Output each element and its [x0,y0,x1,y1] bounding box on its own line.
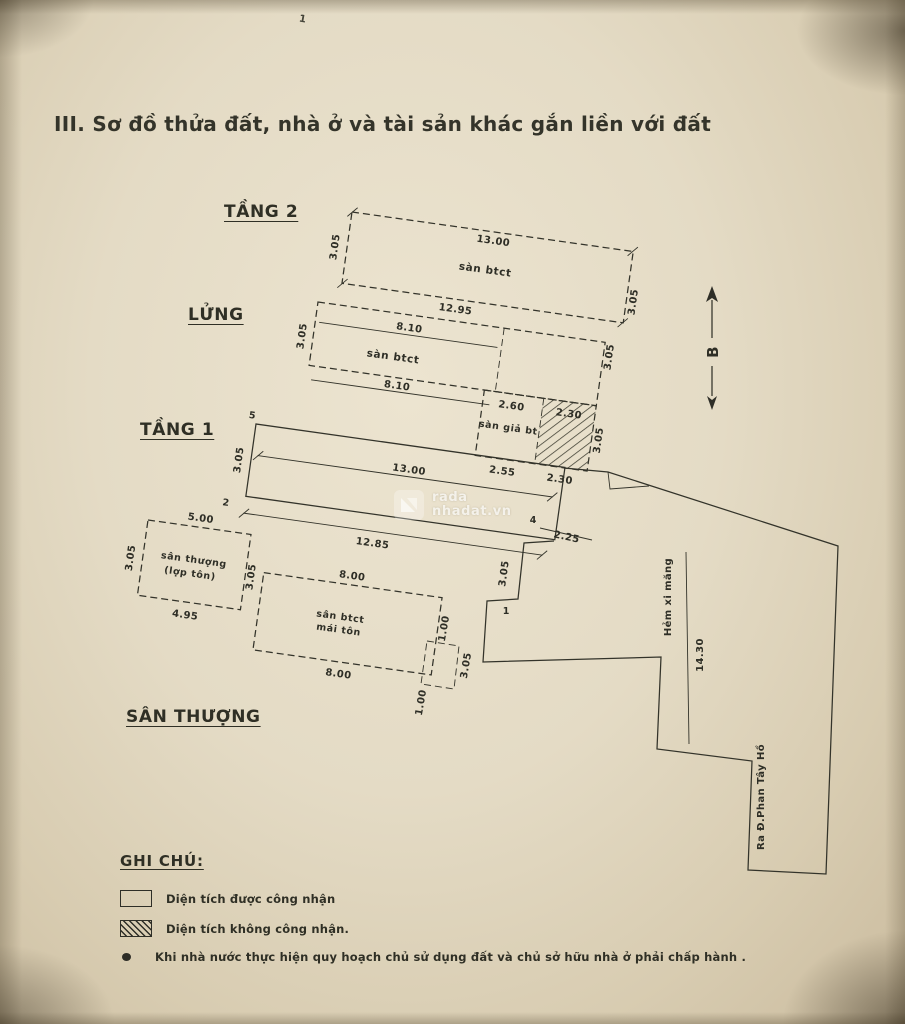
north-arrow-tail [707,396,717,410]
tang1-step: 4 2.25 3.05 1 [497,515,593,617]
tang1-dim-bottom: 12.85 [355,536,390,552]
watermark-logo [394,490,424,520]
tang1-outline [245,423,566,541]
tang2-dim-top: 13.00 [476,234,511,250]
legend-row-not-recognized: Diện tích không công nhận. [120,920,820,937]
north-label: B [704,346,722,358]
watermark: rada nhadat.vn [394,490,512,520]
parcel-boundary [482,467,839,875]
lung-area-label: sàn btct [366,347,420,366]
tang1-point-5: 5 [248,410,256,422]
legend-not-recognized-label: Diện tích không công nhận. [166,921,350,936]
watermark-text: rada nhadat.vn [432,489,512,520]
alley-line [685,551,690,745]
watermark-line1: rada [432,489,468,505]
lung-plan: 8.10 3.05 sàn btct 8.10 3.05 2.60 2.30 s… [295,301,617,488]
roof-edge: 1.00 3.05 1.00 [414,615,474,717]
lung-partition [494,328,505,392]
north-arrow: B [704,286,722,410]
legend-recognized-label: Diện tích được công nhận [166,891,336,906]
legend-row-recognized: Diện tích được công nhận [120,890,820,907]
tang2-dim-bottom: 12.95 [438,302,473,318]
terrace-gap-dim: 3.05 [244,563,259,591]
mezz-dim-right: 3.05 [592,427,607,455]
parcel: Hẻm xi măng 14.30 Ra Đ.Phan Tây Hồ [482,467,839,875]
tang1-dim-top: 13.00 [392,462,427,478]
terrace-dim-bottom: 4.95 [171,608,199,623]
exit-street-label: Ra Đ.Phan Tây Hồ [754,744,767,850]
lung-outline [308,301,606,407]
mezz-dim-top-1: 2.60 [498,399,526,414]
roof-outline [252,571,443,676]
san-thuong-plan: 5.00 3.05 sân thượng (lợp tôn) 4.95 3.05… [124,512,443,682]
recognized-area-swatch [120,890,152,907]
mezz-dim-bottom-1: 2.55 [488,465,516,480]
roof-edge-dim-bottom: 1.00 [414,689,429,717]
roof-edge-hatch [420,640,460,690]
roof-dim-bottom: 8.00 [325,667,353,682]
legend-row-note: Khi nhà nước thực hiện quy hoạch chủ sử … [120,950,820,964]
legend: GHI CHÚ: Diện tích được công nhận Diện t… [120,852,820,977]
watermark-line2: nhadat.vn [432,504,512,519]
tang2-dim-right: 3.05 [626,288,641,316]
alley-label: Hẻm xi măng [662,558,674,636]
tang1-point-2: 2 [222,497,230,509]
tang2-dim-left: 3.05 [328,233,343,261]
legend-note-label: Khi nhà nước thực hiện quy hoạch chủ sử … [155,950,747,964]
north-arrow-head [706,286,718,302]
note-bullet-icon [122,953,131,961]
alley-dim: 14.30 [695,638,706,672]
roof-dim-top: 8.00 [338,569,366,584]
step-dim-offset: 2.25 [553,529,581,545]
terrace-dim-left: 3.05 [124,544,139,572]
tang2-plan: 13.00 3.05 sàn btct 12.95 3.05 [328,207,641,328]
tang1-dim-left: 3.05 [232,446,247,474]
terrace-dim-top: 5.00 [187,512,215,527]
lung-dim-bottom: 8.10 [383,379,411,394]
lung-dim-left: 3.05 [295,322,310,350]
step-dim-drop: 3.05 [497,560,512,588]
not-recognized-area-swatch [120,920,152,937]
tang1-point-1: 1 [503,606,510,617]
tang1-point-4: 4 [530,515,537,526]
roof-edge-dim-right: 3.05 [459,652,474,680]
lung-dim-right: 3.05 [602,343,617,371]
mezz-dim-bottom-2: 2.30 [546,473,574,488]
mezz-area-label: sàn giả bt [478,419,538,438]
legend-title: GHI CHÚ: [120,852,204,870]
tang2-area-label: sàn btct [458,260,512,279]
